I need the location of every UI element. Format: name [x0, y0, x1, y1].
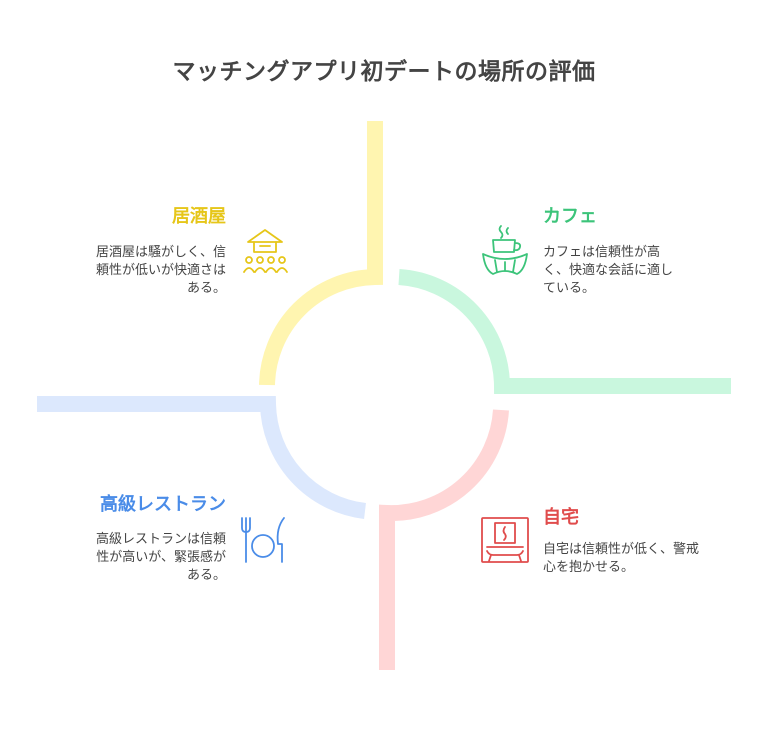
cafe-band [398, 269, 731, 394]
home-band [379, 409, 509, 670]
cafe-desc: カフェは信頼性が高 く、快適な会話に適し ている。 [543, 244, 713, 298]
izakaya-people-icon [243, 229, 288, 273]
cafe-desc-line: ている。 [543, 281, 596, 296]
home-title: 自宅 [543, 507, 579, 528]
cafe-title: カフェ [543, 206, 597, 227]
restaurant-title: 高級レストラン [100, 494, 226, 515]
izakaya-title: 居酒屋 [172, 206, 226, 227]
restaurant-desc-line: 高級レストランは信頼 [95, 532, 226, 547]
home-desc: 自宅は信頼性が低く、警戒 心を抱かせる。 [543, 541, 743, 577]
restaurant-desc-line: 性が高いが、緊張感が [96, 550, 226, 565]
coffee-croissant-icon [482, 225, 528, 275]
izakaya-band [259, 121, 383, 386]
diagram-title: マッチングアプリ初デートの場所の評価 [172, 59, 596, 85]
cafe-desc-line: カフェは信頼性が高 [543, 245, 661, 260]
home-fireplace-icon [481, 517, 529, 563]
restaurant-band [37, 396, 367, 519]
home-desc-line: 心を抱かせる。 [543, 560, 635, 575]
restaurant-desc: 高級レストランは信頼 性が高いが、緊張感が ある。 [40, 531, 226, 585]
restaurant-desc-line: ある。 [186, 568, 226, 583]
izakaya-desc-line: 頼性が低いが快適さは [95, 263, 226, 278]
izakaya-desc: 居酒屋は騒がしく、信 頼性が低いが快適さは ある。 [60, 244, 226, 298]
izakaya-desc-line: 居酒屋は騒がしく、信 [95, 245, 226, 260]
fork-plate-knife-icon [241, 517, 285, 563]
izakaya-desc-line: ある。 [186, 281, 226, 296]
cafe-desc-line: く、快適な会話に適し [543, 263, 674, 278]
home-desc-line: 自宅は信頼性が低く、警戒 [543, 542, 700, 557]
